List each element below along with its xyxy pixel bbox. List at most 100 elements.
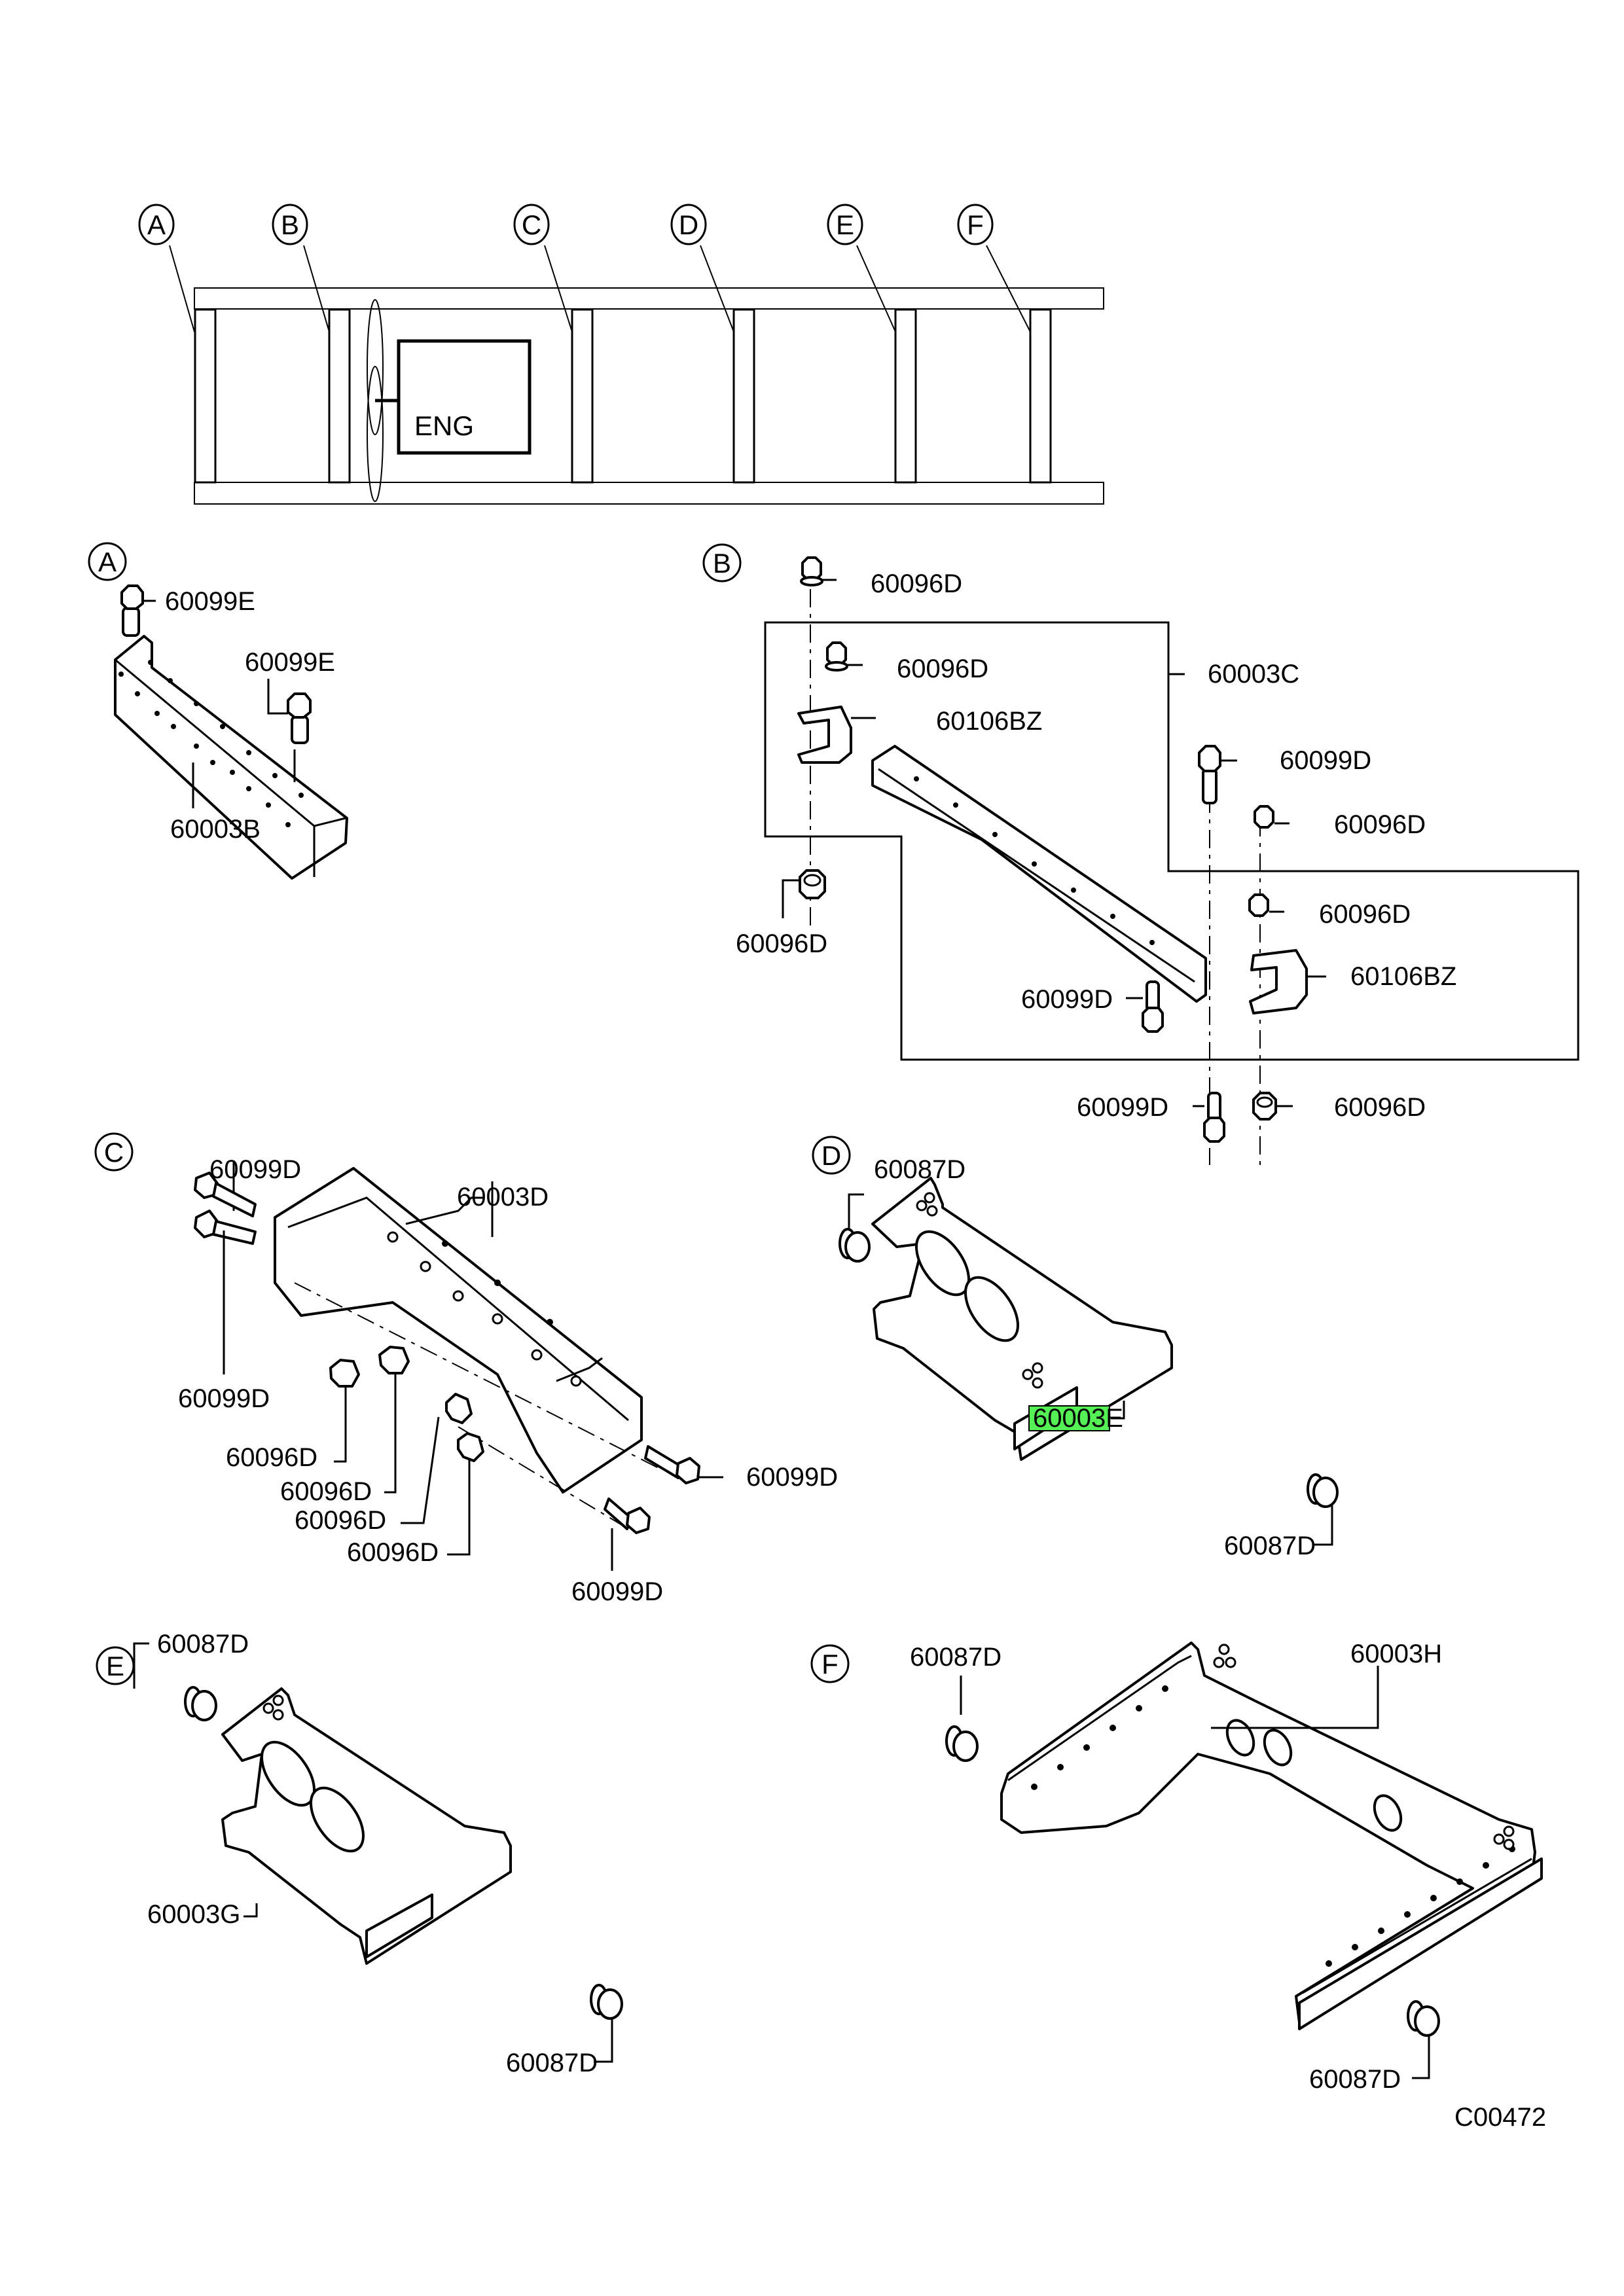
part-label-60096d[interactable]: 60096D xyxy=(347,1538,439,1567)
flange-nut-icon[interactable] xyxy=(457,1432,484,1462)
flange-nut-icon[interactable] xyxy=(800,556,823,586)
side-rail-flange xyxy=(1298,1857,1543,2030)
svg-text:F: F xyxy=(821,1649,839,1679)
part-label-60087d[interactable]: 60087D xyxy=(874,1155,965,1184)
flange-nut-icon[interactable] xyxy=(378,1346,410,1374)
section-e: E 60087D 60003G 60087D xyxy=(96,1630,623,2077)
flange-nut-icon[interactable] xyxy=(329,1359,360,1388)
part-label-60087d[interactable]: 60087D xyxy=(157,1630,249,1659)
part-label-60096d[interactable]: 60096D xyxy=(226,1443,317,1472)
part-label-60106bz[interactable]: 60106BZ xyxy=(936,707,1042,736)
marker-e[interactable]: E xyxy=(827,204,863,245)
flange-nut-icon[interactable] xyxy=(1254,805,1274,829)
bolt-icon[interactable] xyxy=(1198,745,1221,804)
overview-bar-b[interactable] xyxy=(328,308,351,484)
flange-nut-icon[interactable] xyxy=(1252,1092,1277,1121)
bolt-icon[interactable] xyxy=(644,1445,700,1484)
part-label-60087d[interactable]: 60087D xyxy=(910,1643,1001,1672)
section-c-marker: C xyxy=(94,1132,134,1172)
part-label-60096d[interactable]: 60096D xyxy=(1319,900,1411,929)
part-label-60099d[interactable]: 60099D xyxy=(178,1384,270,1413)
part-label-60099d[interactable]: 60099D xyxy=(1077,1093,1168,1122)
cross-member-60003h[interactable] xyxy=(1000,1641,1536,2024)
cross-member-60003g[interactable] xyxy=(221,1687,512,1965)
section-b: B 60096D 60096D 60106BZ 60096D 60003C xyxy=(702,543,1579,1165)
part-label-60096d[interactable]: 60096D xyxy=(1334,810,1426,839)
marker-d[interactable]: D xyxy=(670,204,707,245)
bolt-icon[interactable] xyxy=(604,1498,651,1534)
section-f-marker: F xyxy=(810,1644,850,1683)
overview-bar-f[interactable] xyxy=(1029,308,1052,484)
flange-nut-icon[interactable] xyxy=(1248,893,1269,917)
part-label-60099d[interactable]: 60099D xyxy=(1280,746,1371,775)
flange-nut-icon[interactable] xyxy=(825,641,848,672)
bracket-60106bz[interactable] xyxy=(797,706,852,764)
bolt-icon[interactable] xyxy=(287,692,312,744)
part-label-60003e[interactable]: 60003E xyxy=(1033,1404,1123,1433)
part-label-60096d[interactable]: 60096D xyxy=(295,1506,386,1535)
plug-cap-icon[interactable] xyxy=(184,1686,217,1721)
part-label-60099e[interactable]: 60099E xyxy=(245,648,335,677)
flange-nut-icon[interactable] xyxy=(799,869,826,899)
part-label-60003h[interactable]: 60003H xyxy=(1350,1640,1442,1668)
section-a-marker: A xyxy=(88,542,127,581)
flange-nut-icon[interactable] xyxy=(445,1393,473,1424)
section-a: A 60099E 60099E 60003B xyxy=(88,542,348,880)
cross-member-60003e[interactable] xyxy=(871,1177,1173,1461)
part-label-60087d[interactable]: 60087D xyxy=(1224,1532,1316,1560)
marker-f[interactable]: F xyxy=(957,204,994,245)
bolt-icon[interactable] xyxy=(194,1210,257,1245)
part-label-60099e[interactable]: 60099E xyxy=(165,587,255,616)
section-c: C 60099D 60099D 60003D 60096D 60096D 600… xyxy=(94,1132,838,1606)
section-d-marker: D xyxy=(812,1136,851,1175)
overview-bar-d[interactable] xyxy=(732,308,755,484)
overview-bar-e[interactable] xyxy=(894,308,917,484)
plug-cap-icon[interactable] xyxy=(1407,2000,1440,2037)
cross-member-60003c[interactable] xyxy=(871,745,1207,1003)
part-label-60003b[interactable]: 60003B xyxy=(170,815,261,844)
bolt-icon[interactable] xyxy=(120,584,144,637)
bolt-icon[interactable] xyxy=(194,1172,257,1217)
part-label-60099d[interactable]: 60099D xyxy=(1021,985,1113,1014)
cross-member-mount-plate xyxy=(365,1893,433,1958)
plug-cap-icon[interactable] xyxy=(590,1984,623,2020)
plug-cap-icon[interactable] xyxy=(945,1725,979,1762)
part-label-60096d[interactable]: 60096D xyxy=(280,1477,372,1506)
drawing-number: C00472 xyxy=(1454,2103,1546,2132)
svg-text:B: B xyxy=(713,548,731,579)
cross-member-60003d[interactable] xyxy=(274,1167,643,1494)
plug-cap-icon[interactable] xyxy=(1307,1473,1339,1508)
svg-text:C: C xyxy=(104,1137,124,1168)
part-label-60099d[interactable]: 60099D xyxy=(571,1577,663,1606)
marker-b[interactable]: B xyxy=(272,204,308,245)
part-label-60096d[interactable]: 60096D xyxy=(1334,1093,1426,1122)
part-label-60096d[interactable]: 60096D xyxy=(897,655,988,683)
engine-label: ENG xyxy=(414,410,474,441)
bolt-holes xyxy=(118,660,304,827)
part-label-60099d[interactable]: 60099D xyxy=(209,1155,301,1184)
part-label-60096d[interactable]: 60096D xyxy=(871,569,962,598)
bolt-icon[interactable] xyxy=(1142,980,1164,1033)
svg-text:B: B xyxy=(281,209,299,240)
bolt-icon[interactable] xyxy=(1203,1092,1225,1143)
svg-text:D: D xyxy=(821,1140,841,1171)
marker-a[interactable]: A xyxy=(138,204,175,245)
part-label-60003d[interactable]: 60003D xyxy=(457,1183,549,1211)
plug-cap-icon[interactable] xyxy=(839,1228,871,1263)
overview-bar-c[interactable] xyxy=(571,308,594,484)
part-label-60087d[interactable]: 60087D xyxy=(1309,2065,1401,2094)
part-label-60106bz[interactable]: 60106BZ xyxy=(1350,962,1456,991)
cross-member-bars xyxy=(194,308,1052,484)
part-label-60003c[interactable]: 60003C xyxy=(1208,660,1299,689)
part-label-60003g[interactable]: 60003G xyxy=(147,1900,240,1929)
marker-c[interactable]: C xyxy=(513,204,550,245)
part-label-60096d[interactable]: 60096D xyxy=(736,929,827,958)
engine-icon xyxy=(397,339,532,455)
part-label-60087d[interactable]: 60087D xyxy=(506,2049,598,2077)
overview-bar-a[interactable] xyxy=(194,308,217,484)
cross-member-60003b[interactable] xyxy=(114,635,348,880)
bracket-60106bz[interactable] xyxy=(1249,949,1308,1014)
section-e-marker: E xyxy=(96,1646,135,1685)
part-label-60099d[interactable]: 60099D xyxy=(746,1463,838,1492)
